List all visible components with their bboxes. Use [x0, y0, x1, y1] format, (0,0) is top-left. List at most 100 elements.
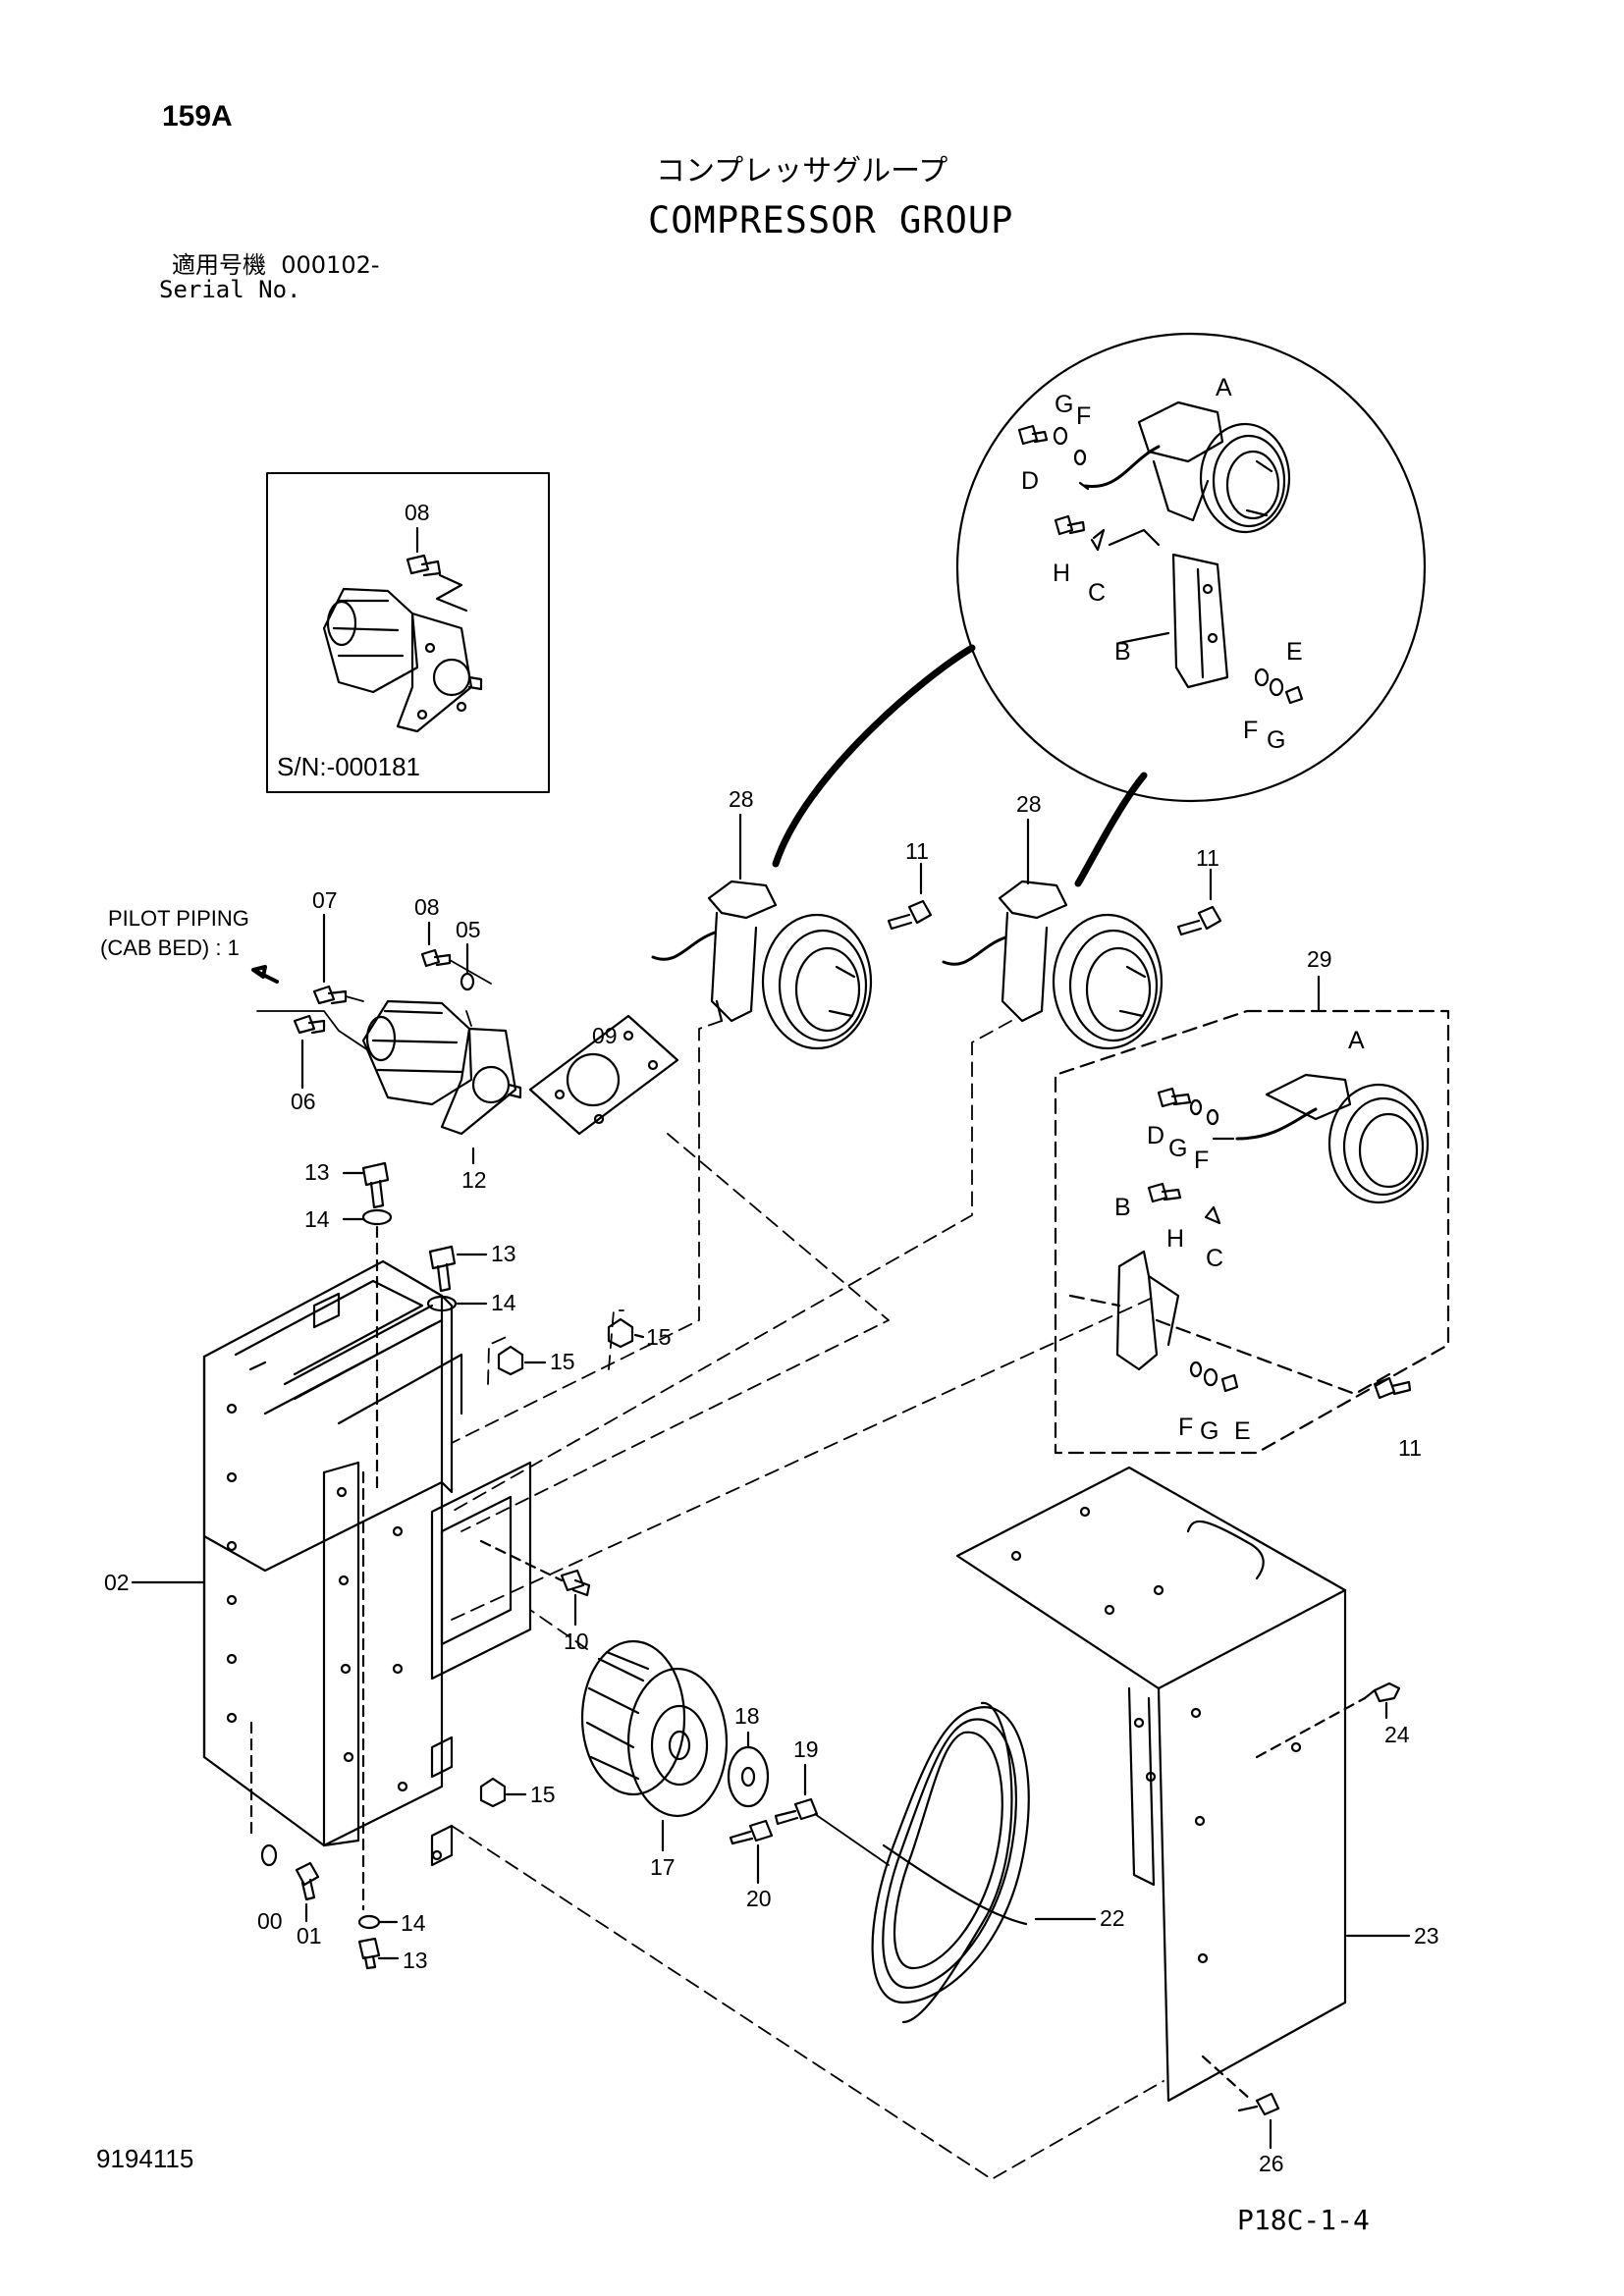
- label-15-a: 15: [550, 1349, 575, 1374]
- cab-bed-label: (CAB BED) : 1: [100, 935, 240, 960]
- inset-bolt-08: [406, 554, 468, 613]
- bolt-26: [1237, 2092, 1280, 2116]
- plate-09: [528, 1014, 679, 1136]
- label-H-detail: H: [1053, 560, 1070, 587]
- cover-23: [955, 1466, 1347, 2103]
- page-number: 159A: [162, 100, 233, 133]
- alignment-lines: [451, 1020, 1164, 2180]
- label-11-a: 11: [905, 838, 929, 864]
- bolt-10: [560, 1569, 591, 1597]
- label-02: 02: [104, 1570, 130, 1595]
- label-D-detail: D: [1021, 467, 1039, 495]
- label-05: 05: [456, 917, 481, 942]
- label-29: 29: [1307, 946, 1332, 972]
- label-28-right: 28: [1016, 791, 1042, 817]
- label-26: 26: [1259, 2151, 1284, 2176]
- page-title: COMPRESSOR GROUP: [648, 199, 1014, 241]
- page-reference: P18C-1-4: [1237, 2204, 1370, 2236]
- bolt-13-c: [357, 1937, 381, 1970]
- serial-label-japanese: 適用号機 000102-: [172, 251, 380, 279]
- washer-14-c: [357, 1914, 381, 1930]
- pilot-arrow: [251, 965, 279, 984]
- bolt-11-b: [1176, 868, 1222, 936]
- label-20: 20: [746, 1886, 772, 1911]
- label-11-c: 11: [1398, 1435, 1422, 1461]
- screw-24: [1363, 1682, 1401, 1703]
- label-13-c: 13: [403, 1948, 428, 1973]
- label-22: 22: [1100, 1905, 1125, 1931]
- belt-22: [871, 1701, 1030, 2024]
- label-06: 06: [291, 1089, 316, 1114]
- detail-compressor-icon: [1078, 400, 1291, 534]
- compressor-28-right: [942, 880, 1164, 1050]
- label-07: 07: [312, 887, 338, 913]
- label-11-b: 11: [1196, 845, 1219, 871]
- label-C-assy: C: [1206, 1245, 1223, 1272]
- label-09: 09: [592, 1023, 618, 1048]
- inset-serial-note: S/N:-000181: [277, 752, 420, 781]
- label-C-detail: C: [1088, 579, 1106, 607]
- label-F-assy-2: F: [1178, 1414, 1193, 1441]
- washer-00: [260, 1843, 278, 1867]
- label-12: 12: [461, 1167, 487, 1193]
- label-B-assy: B: [1114, 1194, 1131, 1221]
- label-F-detail-2: F: [1243, 717, 1258, 744]
- label-17: 17: [650, 1854, 676, 1880]
- label-F-assy: F: [1194, 1147, 1209, 1174]
- bolt-11-a: [887, 862, 933, 931]
- inset-motor-box: 08: [266, 472, 550, 793]
- detail-magnifier: G F D A H C B E F G: [772, 332, 1427, 887]
- label-B-detail: B: [1114, 638, 1131, 666]
- serial-label: Serial No.: [159, 276, 301, 303]
- label-G-detail: G: [1055, 391, 1073, 418]
- detail-bracket-icon: [1171, 553, 1229, 689]
- title-japanese: コンプレッサグループ: [656, 154, 948, 188]
- bolt-13-a: [361, 1161, 390, 1209]
- compressor-28-left: [651, 880, 873, 1050]
- label-01: 01: [297, 1923, 322, 1949]
- label-A-detail: A: [1216, 374, 1232, 401]
- frame-02: [202, 1259, 532, 1867]
- assembly-29-box: [1054, 975, 1450, 1455]
- pulley-17: [580, 1639, 729, 1818]
- label-E-detail: E: [1286, 638, 1303, 666]
- label-24: 24: [1384, 1722, 1410, 1747]
- label-00: 00: [257, 1908, 283, 1934]
- document-number: 9194115: [96, 2144, 194, 2173]
- bolt-08: [420, 948, 452, 968]
- label-08-inset: 08: [405, 500, 430, 525]
- label-13-a: 13: [304, 1159, 330, 1185]
- washer-18: [727, 1745, 770, 1808]
- label-14-a: 14: [304, 1206, 330, 1232]
- washer-14-a: [361, 1208, 393, 1226]
- label-G-assy: G: [1168, 1135, 1187, 1162]
- bolt-13-b: [428, 1245, 457, 1293]
- label-19: 19: [793, 1736, 819, 1762]
- label-G-assy-2: G: [1200, 1417, 1218, 1445]
- label-15-c: 15: [530, 1782, 556, 1807]
- nut-15-a: [497, 1345, 524, 1376]
- label-28-left: 28: [729, 786, 754, 812]
- bolt-19: [774, 1797, 819, 1826]
- motor-12: [361, 999, 522, 1136]
- label-D-assy: D: [1147, 1122, 1164, 1149]
- nut-15-b: [607, 1317, 634, 1349]
- label-14-c: 14: [401, 1910, 426, 1936]
- bolt-20: [729, 1819, 774, 1845]
- fitting-07: [312, 985, 348, 1005]
- label-F-detail: F: [1076, 402, 1091, 430]
- label-23: 23: [1414, 1923, 1439, 1949]
- fitting-06: [293, 1014, 326, 1035]
- label-E-assy: E: [1234, 1417, 1251, 1445]
- washer-05: [460, 972, 475, 991]
- label-15-b: 15: [646, 1324, 672, 1350]
- label-18: 18: [734, 1703, 760, 1729]
- label-13-b: 13: [491, 1241, 516, 1266]
- inset-motor-icon: [322, 587, 483, 733]
- label-14-b: 14: [491, 1290, 516, 1315]
- label-08: 08: [414, 894, 440, 920]
- nut-15-c: [479, 1777, 507, 1808]
- label-H-assy: H: [1166, 1225, 1184, 1253]
- label-G-detail-2: G: [1267, 726, 1285, 754]
